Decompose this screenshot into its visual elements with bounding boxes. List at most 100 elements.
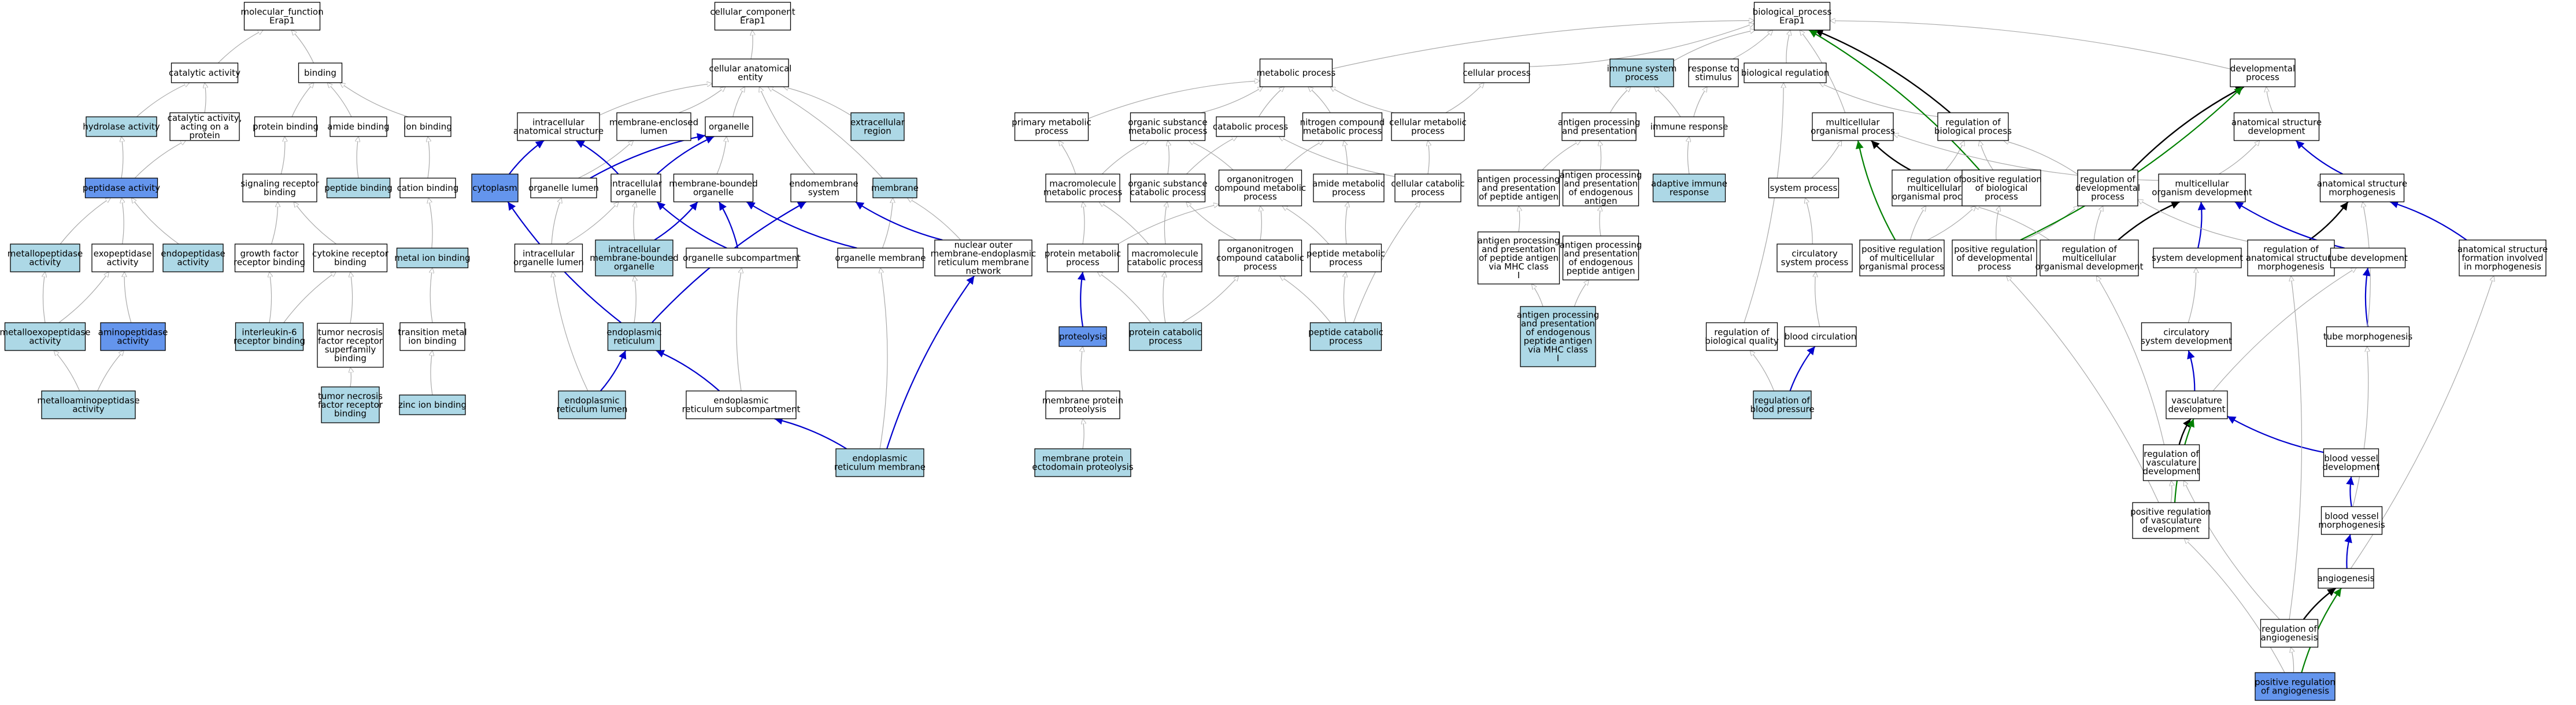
node-metal-ion-binding[interactable]: metal ion binding (394, 248, 471, 268)
node-tube-morphogenesis[interactable]: tube morphogenesis (2323, 326, 2413, 347)
node-proteolysis[interactable]: proteolysis (1058, 326, 1107, 347)
node-cellular-process[interactable]: cellular process (1463, 62, 1531, 83)
node-ion-binding[interactable]: ion binding (404, 116, 452, 137)
node-tube-development[interactable]: tube development (2328, 248, 2408, 268)
node-biological-regulation[interactable]: biological regulation (1741, 62, 1829, 83)
node-cytoplasm[interactable]: cytoplasm (471, 174, 519, 202)
node-amide-binding[interactable]: amide binding (327, 116, 390, 137)
node-catalytic-activity[interactable]: catalytic activity (169, 62, 240, 83)
node-hydrolase-activity[interactable]: hydrolase activity (83, 116, 160, 137)
node-organelle-membrane[interactable]: organelle membrane (835, 248, 926, 268)
node-cation-binding[interactable]: cation binding (397, 178, 459, 198)
node-membrane[interactable]: membrane (871, 178, 919, 198)
node-zinc-ion-binding[interactable]: zinc ion binding (398, 394, 467, 415)
node-protein-binding[interactable]: protein binding (253, 116, 319, 137)
node-blood-circulation[interactable]: blood circulation (1784, 326, 1857, 347)
node-organelle[interactable]: organelle (705, 116, 753, 137)
node-peptide-binding[interactable]: peptide binding (324, 178, 393, 198)
node-immune-response[interactable]: immune response (1650, 116, 1729, 137)
node-peptidase-activity[interactable]: peptidase activity (83, 178, 160, 198)
node-organelle-subcompartment[interactable]: organelle subcompartment (683, 248, 801, 268)
node-organelle-lumen[interactable]: organelle lumen (528, 178, 599, 198)
node-catabolic-process[interactable]: catabolic process (1213, 116, 1288, 137)
node-system-process[interactable]: system process (1768, 178, 1840, 198)
